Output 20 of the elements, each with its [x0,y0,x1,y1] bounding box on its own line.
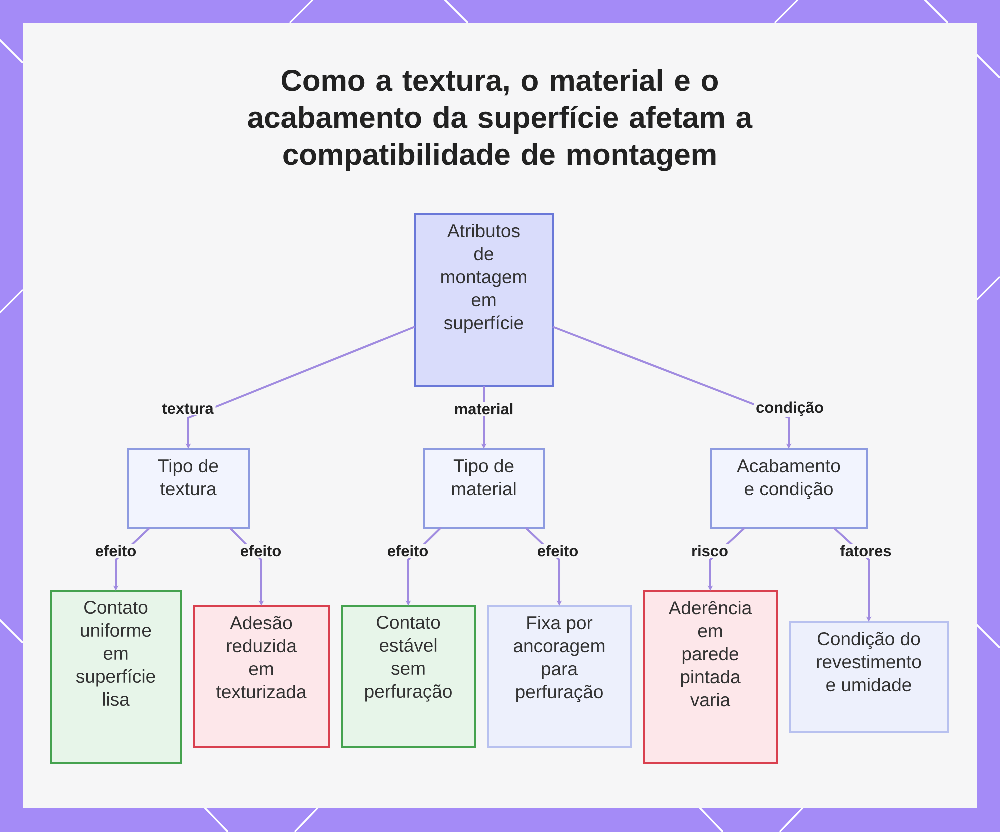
result-box: Contato uniforme em superfície lisa [50,590,182,764]
edge-label: fatores [838,544,894,558]
edge-label: efeito [535,544,581,558]
category-box: Tipo de textura [127,448,250,529]
edge-label: efeito [238,544,284,558]
edge-label: efeito [385,544,431,558]
result-box: Condição do revestimento e umidade [789,621,949,733]
edge-label: efeito [93,544,139,558]
edge-label: material [452,402,516,416]
result-box: Adesão reduzida em texturizada [193,605,330,748]
category-box: Acabamento e condição [710,448,868,529]
result-box: Fixa por ancoragem para perfuração [487,605,632,748]
title: Como a textura, o material e o acabamento da superfície afetam a compatibilidade de montagem [248,69,753,172]
category-box: Tipo de material [423,448,545,529]
result-box: Aderência em parede pintada varia [643,590,778,764]
edge-label: risco [690,544,730,558]
topic-box: Atributos de montagem em superfície [414,213,554,387]
result-box: Contato estável sem perfuração [341,605,476,748]
edge-label: textura [160,402,216,416]
edge-label: condição [754,400,826,418]
